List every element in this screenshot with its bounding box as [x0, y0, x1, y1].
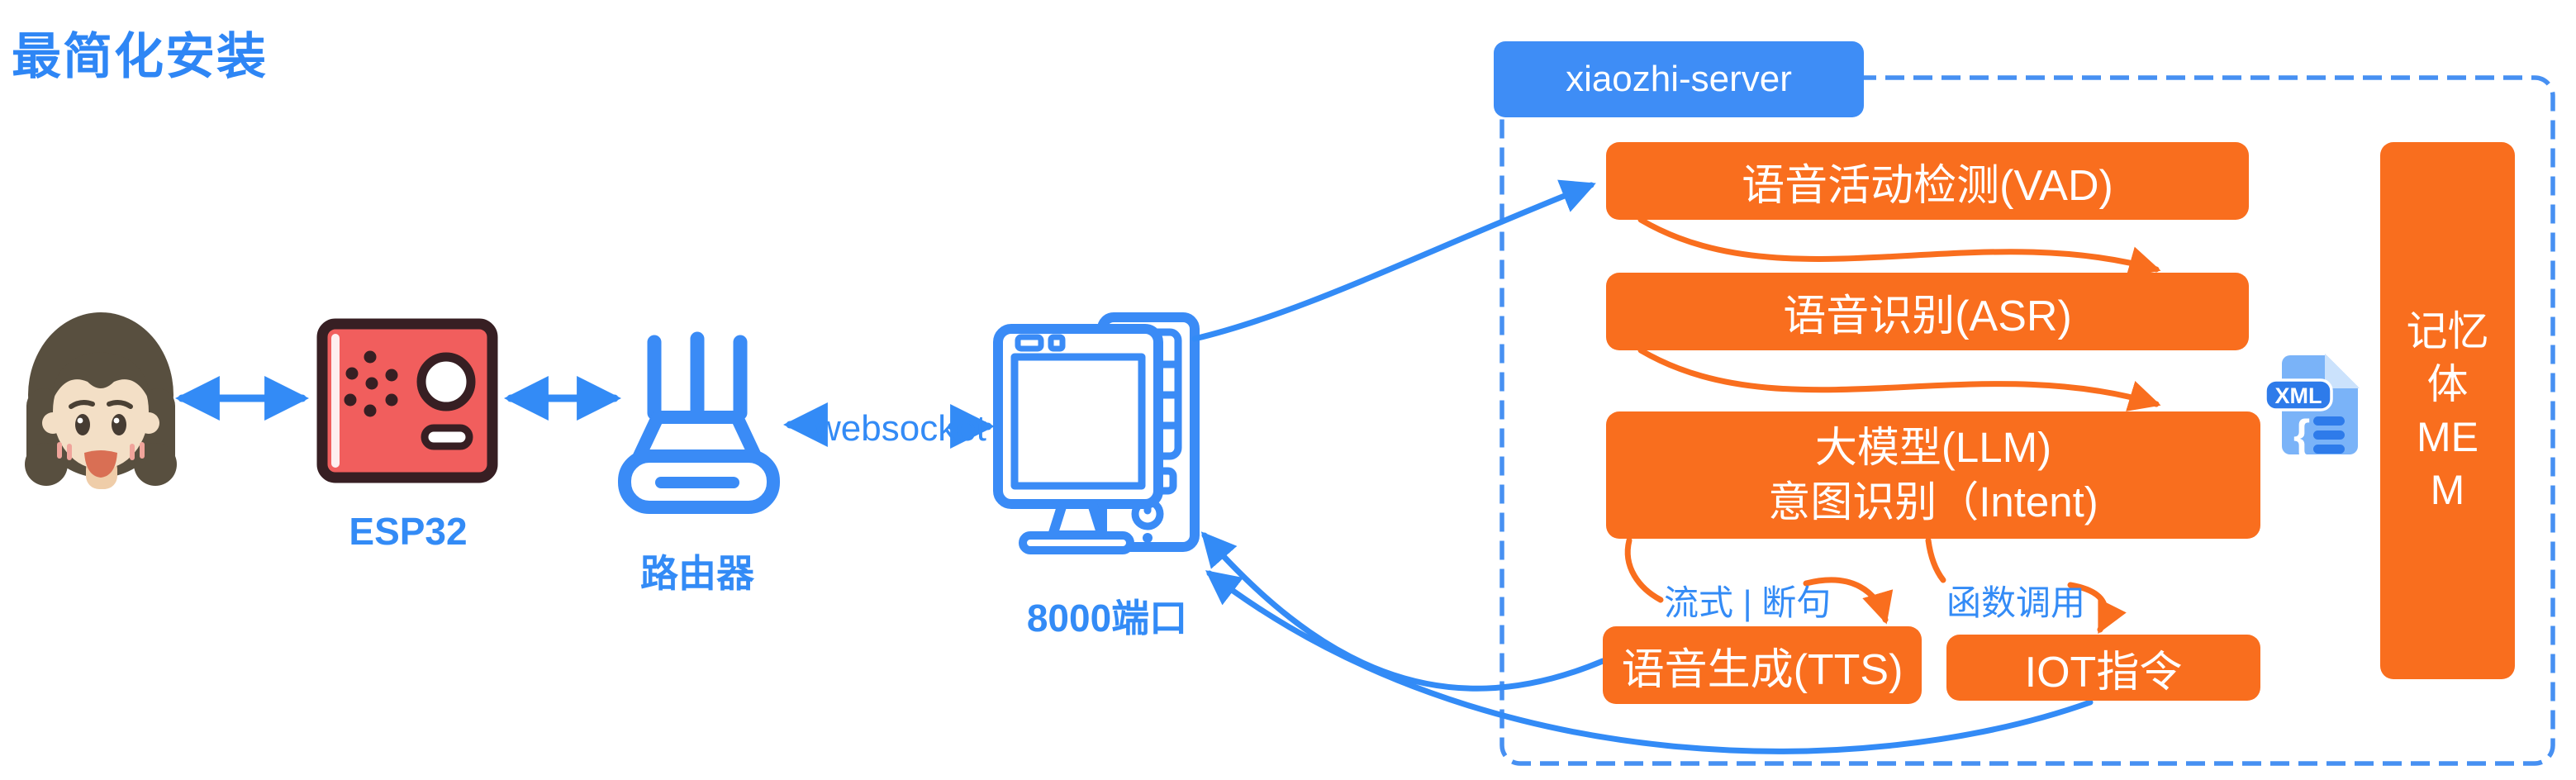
- memory-label-line3: ME: [2417, 414, 2479, 460]
- user-avatar-icon: [25, 312, 177, 489]
- memory-label-line2: 体: [2426, 361, 2469, 407]
- node-llm: 大模型(LLM) 意图识别（Intent): [1606, 411, 2260, 539]
- page-title: 最简化安装: [12, 29, 268, 84]
- server-boundary-dashed-border: [1499, 75, 2555, 766]
- router-label: 路由器: [640, 552, 754, 595]
- node-vad: 语音活动检测(VAD): [1606, 142, 2249, 220]
- asr-label: 语音识别(ASR): [1783, 292, 2072, 340]
- esp32-label: ESP32: [349, 510, 468, 553]
- memory-label-line1: 记忆: [2406, 308, 2489, 354]
- node-asr: 语音识别(ASR): [1606, 273, 2249, 350]
- iot-label: IOT指令: [2024, 648, 2183, 697]
- node-tts: 语音生成(TTS): [1603, 626, 1922, 704]
- xml-badge-text: XML: [2275, 383, 2322, 408]
- node-iot: IOT指令: [1946, 635, 2260, 701]
- connector-llm-to-stream-label: [1624, 537, 1664, 603]
- function-call-label: 函数调用: [1946, 583, 2086, 622]
- node-memory: 记忆 体 ME M: [2380, 142, 2515, 679]
- stream-mode-label: 流式 | 断句: [1664, 583, 1832, 622]
- curve-computer-to-vad: [1191, 179, 1596, 342]
- memory-label-line4: M: [2430, 467, 2465, 513]
- curve-iot-to-computer: [1205, 570, 2094, 754]
- server-computer-icon: [993, 312, 1200, 554]
- curve-vad-to-asr: [1637, 216, 2161, 278]
- connector-llm-to-function-label: [1925, 537, 1946, 583]
- server-tab: xiaozhi-server: [1494, 41, 1864, 117]
- llm-label-line1: 大模型(LLM): [1814, 424, 2052, 471]
- curve-asr-to-llm: [1637, 347, 2161, 411]
- router-icon: [618, 331, 780, 514]
- vad-label: 语音活动检测(VAD): [1742, 161, 2113, 210]
- tts-label: 语音生成(TTS): [1621, 645, 1903, 694]
- xml-file-icon: XML {: [2264, 354, 2360, 459]
- arrow-function-to-iot: [2067, 582, 2127, 635]
- port-label: 8000端口: [1026, 597, 1188, 640]
- esp32-device-icon: [316, 318, 498, 483]
- llm-label-line2: 意图识别（Intent): [1768, 478, 2098, 526]
- websocket-label: websocket: [815, 408, 986, 449]
- xml-brace-glyph: {: [2293, 411, 2310, 459]
- arrow-stream-to-tts: [1803, 577, 1894, 625]
- server-tab-label: xiaozhi-server: [1566, 59, 1792, 99]
